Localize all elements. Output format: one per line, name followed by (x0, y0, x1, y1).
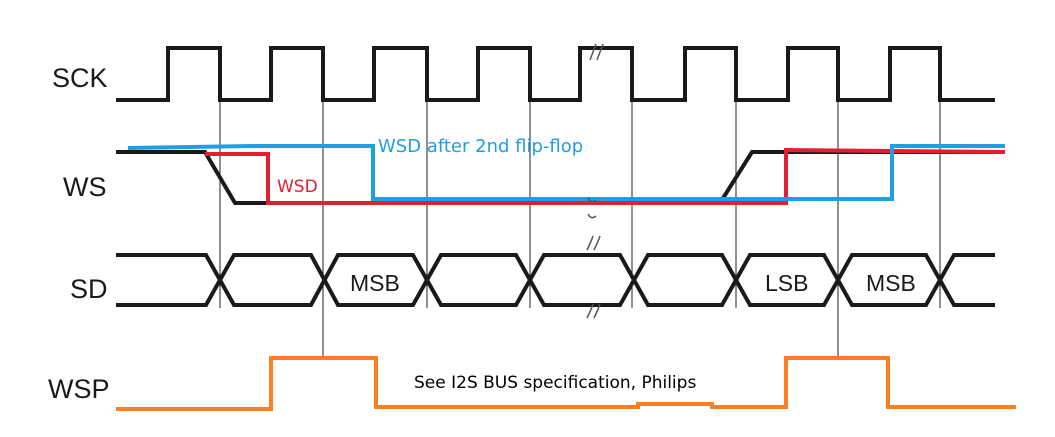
ws-break-mark (587, 197, 597, 219)
wsp-waveform (116, 356, 1016, 411)
wsd-annotation: WSD (277, 177, 318, 197)
wsd-second-flipflop-annotation: WSD after 2nd flip-flop (378, 136, 583, 157)
sd-lower-rail (116, 253, 995, 307)
ws-label: WS (63, 172, 107, 202)
sd-break-mark (586, 235, 601, 319)
sd-slot-lsb: LSB (765, 270, 808, 296)
sck-waveform (116, 46, 995, 102)
wsp-label: WSP (48, 374, 110, 404)
sd-slot-msb-second: MSB (866, 270, 916, 296)
sck-break-mark (589, 43, 604, 61)
sd-slot-msb: MSB (350, 270, 400, 296)
ws-waveform (116, 150, 1000, 205)
sd-upper-rail (116, 253, 995, 307)
wsd-waveform (205, 147, 1006, 205)
wsd-second-flipflop-waveform (127, 144, 1005, 201)
sck-label: SCK (52, 63, 108, 93)
reference-annotation: See I2S BUS specification, Philips (414, 373, 696, 393)
sd-bus-waveform (116, 253, 995, 307)
sd-label: SD (70, 274, 108, 304)
